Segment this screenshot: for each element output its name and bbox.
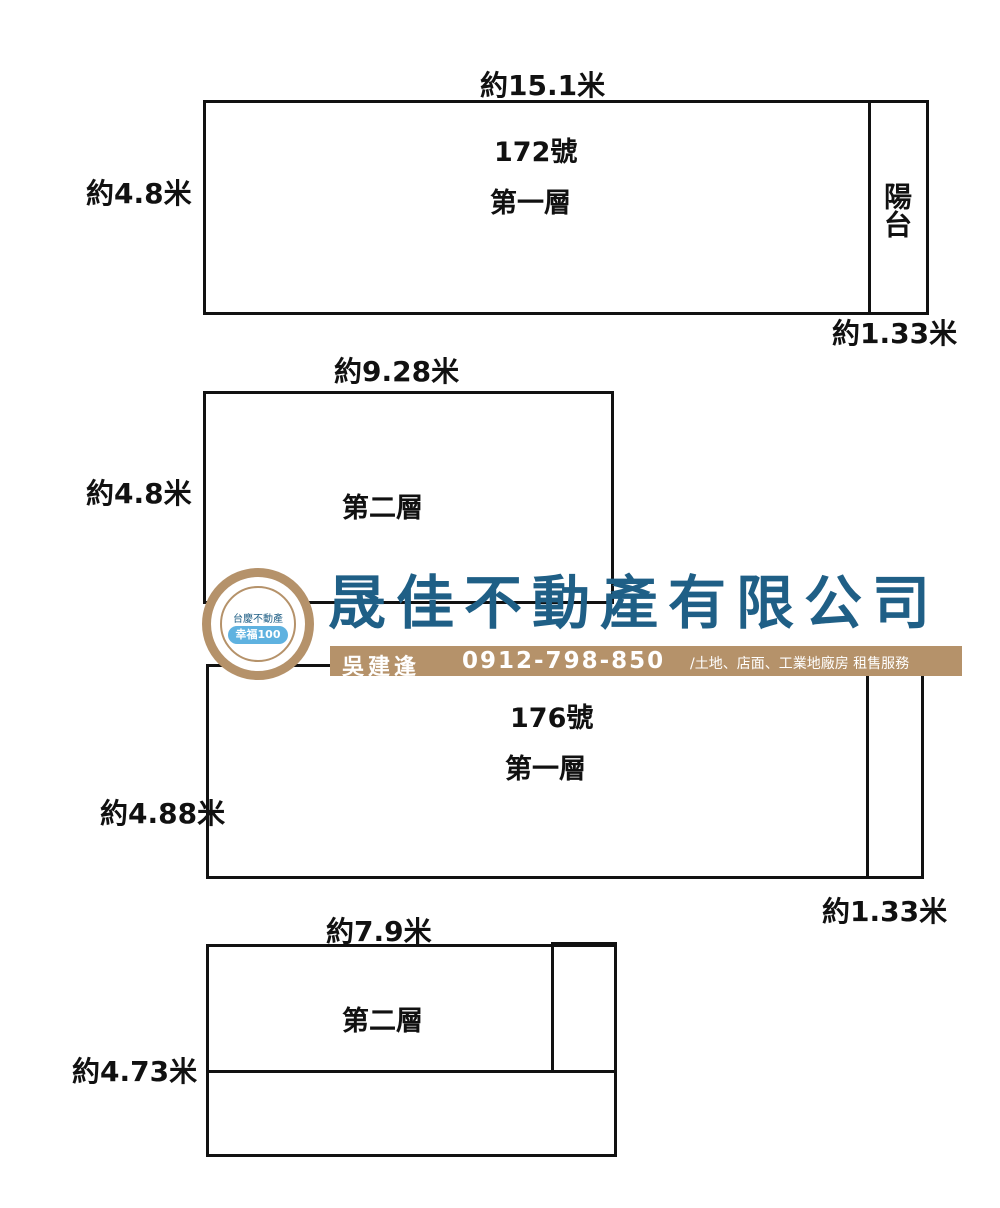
room-floor-172-f1: 第一層 <box>490 188 571 219</box>
watermark-seal-top-text: 台慶不動產 <box>233 614 283 625</box>
watermark-seal: 台慶不動產 幸福100 <box>202 568 314 680</box>
dimension-label-176-f1-height: 約4.88米 <box>100 797 226 830</box>
dimension-label-176-f2-width: 約7.9米 <box>326 915 432 948</box>
dimension-label-172-f2-width: 約9.28米 <box>334 355 460 388</box>
watermark-seal-badge: 幸福100 <box>228 626 288 644</box>
agent-phone: 0912-798-850 <box>462 648 666 674</box>
room-floor-176-f1: 第一層 <box>505 754 586 785</box>
balcony-176 <box>866 664 924 879</box>
watermark-seal-inner: 台慶不動產 幸福100 <box>220 586 296 662</box>
dimension-label-176-balcony: 約1.33米 <box>822 895 948 928</box>
dimension-label-176-f2-height: 約4.73米 <box>72 1055 198 1088</box>
dimension-label-172-f1-height: 約4.8米 <box>86 177 192 210</box>
dimension-label-172-f2-height: 約4.8米 <box>86 477 192 510</box>
room-176-floor2-divider <box>206 1070 616 1073</box>
room-176-floor2-annex <box>551 942 617 1073</box>
company-name: 晟佳不動產有限公司 <box>328 569 941 637</box>
room-number-172: 172號 <box>494 137 578 168</box>
room-floor-172-f2: 第二層 <box>342 493 423 524</box>
service-description: /土地、店面、工業地廠房 租售服務 <box>690 656 910 672</box>
balcony-172 <box>868 100 929 315</box>
balcony-label-172: 陽台 <box>880 182 913 238</box>
dimension-label-172-f1-width: 約15.1米 <box>480 69 606 102</box>
dimension-label-172-balcony: 約1.33米 <box>832 317 958 350</box>
contact-band: 吳建逢 0912-798-850 /土地、店面、工業地廠房 租售服務 <box>330 646 962 680</box>
room-172-floor2 <box>203 391 614 604</box>
agent-name: 吳建逢 <box>342 655 421 680</box>
room-number-176: 176號 <box>510 703 594 734</box>
room-floor-176-f2: 第二層 <box>342 1006 423 1037</box>
